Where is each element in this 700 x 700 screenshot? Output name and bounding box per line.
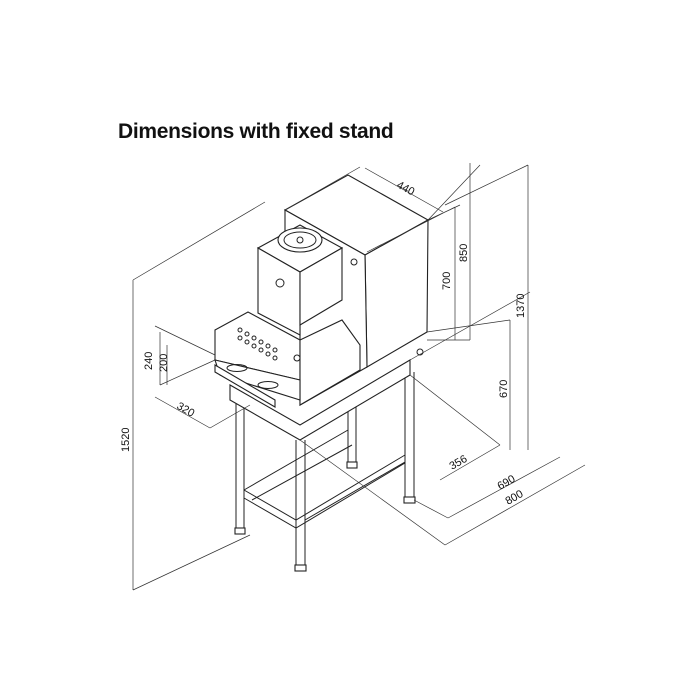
page-title: Dimensions with fixed stand [118,120,394,143]
dim-800-label: 800 [504,488,526,508]
dim-320-label: 320 [175,400,197,420]
dim-356-label: 356 [448,453,470,473]
dimension-lines [132,163,586,591]
dim-1370-label: 1370 [515,294,527,318]
stand [234,372,416,572]
dim-1520-label: 1520 [120,428,132,452]
dim-670-label: 670 [498,380,510,398]
dim-240-label: 240 [143,352,155,370]
dimension-labels: 440 850 700 1370 670 356 690 800 1520 24… [120,179,527,508]
dim-850-label: 850 [458,244,470,262]
dim-690-label: 690 [496,473,518,493]
dim-700-label: 700 [441,272,453,290]
machine-body [214,174,430,441]
dim-200-label: 200 [158,354,170,372]
